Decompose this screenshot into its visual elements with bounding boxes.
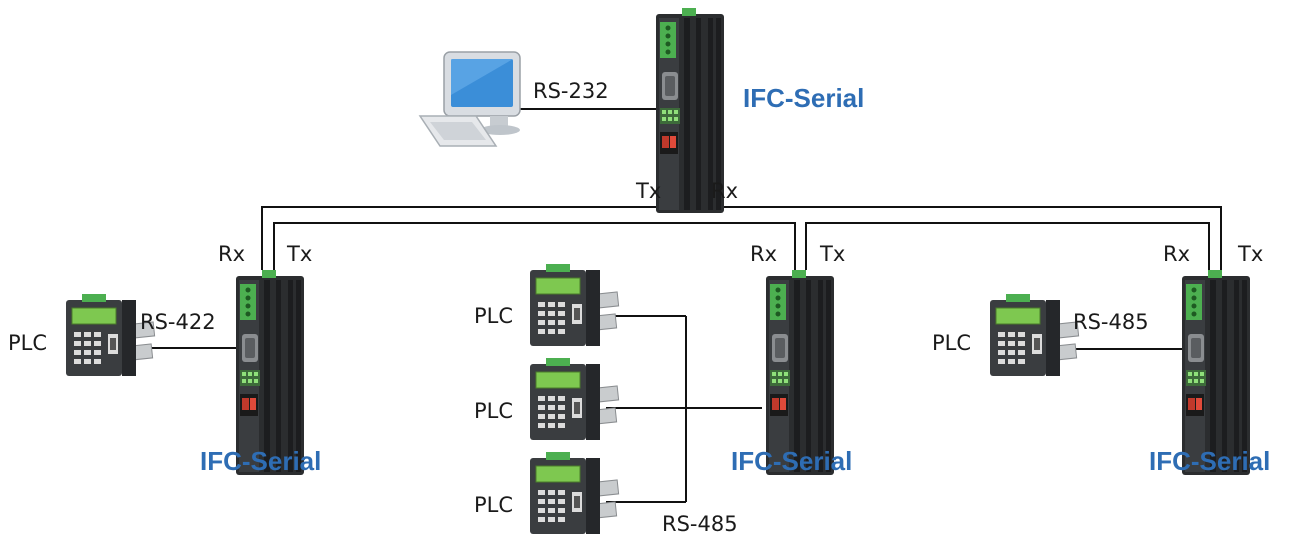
- middle-device-label: IFC-Serial: [731, 446, 852, 476]
- plc-label-middle-2: PLC: [474, 399, 513, 423]
- rs422-label: RS-422: [140, 310, 216, 334]
- top-device-label: IFC-Serial: [743, 83, 864, 113]
- rs485-label-right: RS-485: [1073, 310, 1149, 334]
- desktop-computer-icon: [418, 51, 521, 147]
- fiber-ring-inner-left: [273, 222, 796, 270]
- plc-icon-middle-2: [529, 357, 620, 441]
- plc-label-left: PLC: [8, 331, 47, 355]
- middle-converter: [766, 270, 834, 475]
- top-tx-label: Tx: [635, 179, 661, 203]
- right-tx-label: Tx: [1237, 242, 1263, 266]
- rs485-label-middle: RS-485: [662, 512, 738, 536]
- middle-rx-label: Rx: [750, 242, 777, 266]
- plc-label-middle-1: PLC: [474, 304, 513, 328]
- left-tx-label: Tx: [286, 242, 312, 266]
- right-converter: [1182, 270, 1250, 475]
- plc-icon-middle-1: [529, 263, 620, 347]
- wiring: [150, 108, 1222, 503]
- fiber-ring-inner-right: [805, 222, 1210, 270]
- plc-label-right: PLC: [932, 331, 971, 355]
- right-device-label: IFC-Serial: [1149, 446, 1270, 476]
- plc-icon-middle-3: [529, 451, 620, 535]
- plc-icon-left: [65, 293, 156, 377]
- top-rx-label: Rx: [711, 179, 738, 203]
- right-rx-label: Rx: [1163, 242, 1190, 266]
- left-device-label: IFC-Serial: [200, 446, 321, 476]
- plc-icon-right: [989, 293, 1080, 377]
- left-rx-label: Rx: [218, 242, 245, 266]
- rs232-label: RS-232: [533, 79, 609, 103]
- fiber-ring-outer: [261, 206, 1222, 270]
- left-converter: [236, 270, 304, 475]
- plc-label-middle-3: PLC: [474, 493, 513, 517]
- middle-tx-label: Tx: [819, 242, 845, 266]
